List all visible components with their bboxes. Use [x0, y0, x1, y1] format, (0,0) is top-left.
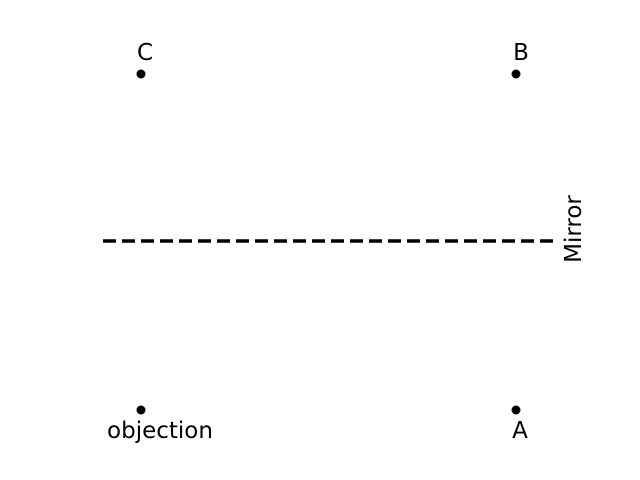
object-point-marker [136, 405, 146, 415]
mirror-label: Mirror [561, 195, 587, 263]
object-point-label: objection [107, 418, 213, 444]
point-c-marker [136, 69, 146, 79]
point-b-marker [511, 69, 521, 79]
point-c-label: C [137, 40, 153, 66]
point-b-label: B [513, 40, 529, 66]
point-a-marker [511, 405, 521, 415]
point-a-label: A [512, 418, 528, 444]
